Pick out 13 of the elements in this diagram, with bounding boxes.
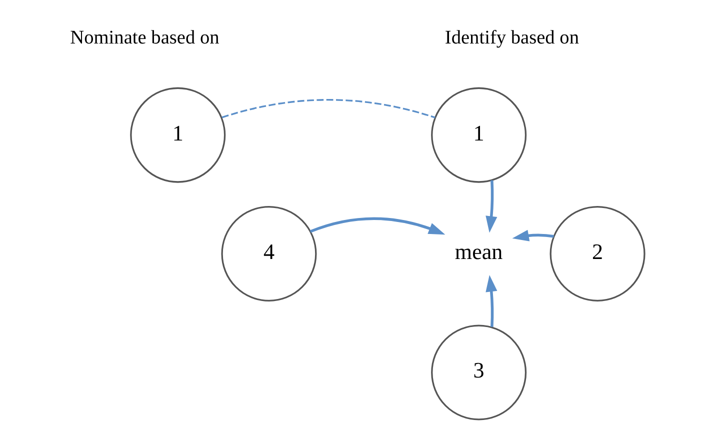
arrow: [485, 180, 497, 233]
connector: [221, 99, 435, 118]
node-circle: 1: [430, 87, 526, 183]
label: Nominate based on: [70, 28, 219, 49]
arrow: [309, 217, 445, 235]
node-circle: 2: [549, 206, 645, 302]
node-circle: 3: [430, 324, 526, 420]
node-circle: 4: [220, 206, 316, 302]
label: Identify based on: [444, 28, 578, 49]
node-circle: 1: [130, 87, 226, 183]
arrow: [512, 230, 554, 242]
arrow: [485, 275, 497, 328]
node-text: mean: [454, 239, 502, 264]
